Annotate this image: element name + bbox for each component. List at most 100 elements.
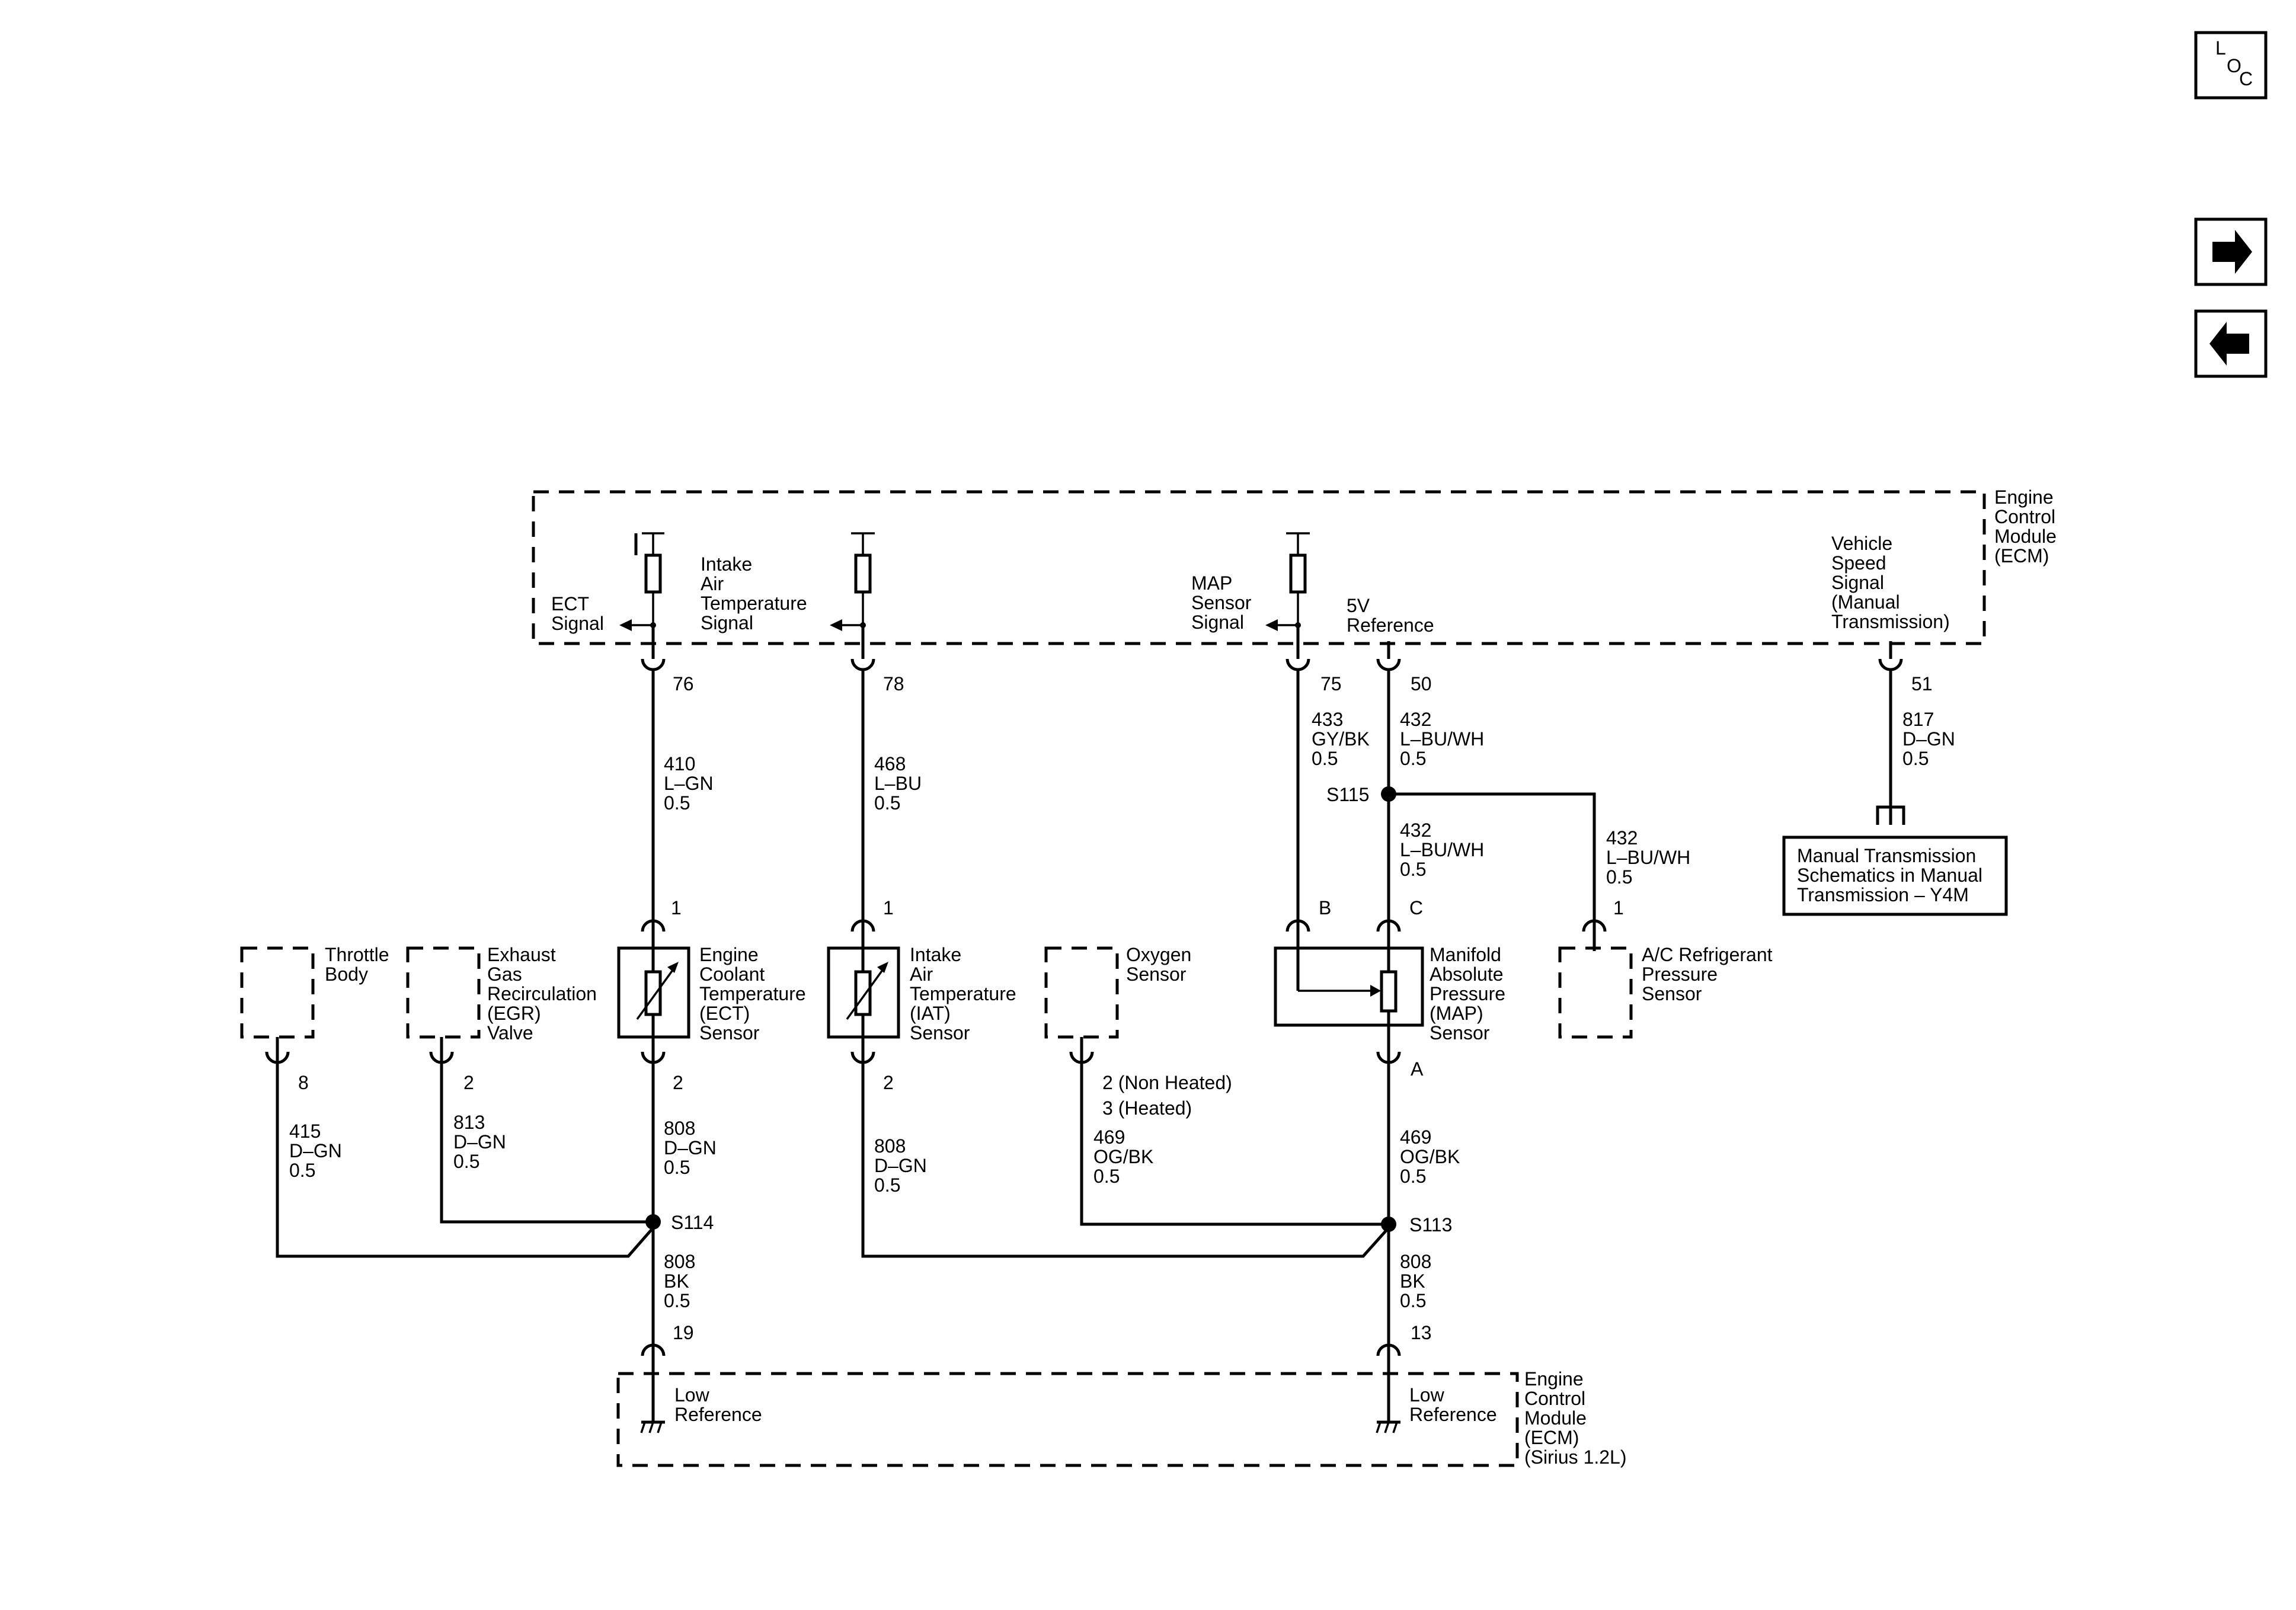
map-pin-c: C xyxy=(1376,897,1423,948)
svg-text:C: C xyxy=(1409,897,1423,918)
svg-text:0.5: 0.5 xyxy=(874,1174,900,1196)
svg-text:BK: BK xyxy=(664,1270,689,1292)
svg-text:1: 1 xyxy=(671,897,682,918)
svg-text:L–BU/WH: L–BU/WH xyxy=(1400,839,1484,860)
back-button[interactable] xyxy=(2194,309,2268,378)
connector-pin-51: 51 xyxy=(1878,641,1933,694)
svg-text:(ECM): (ECM) xyxy=(1524,1427,1579,1448)
svg-text:808: 808 xyxy=(874,1135,906,1157)
connector-pin-75: 75 xyxy=(1285,625,1342,694)
svg-text:1: 1 xyxy=(883,897,894,918)
ect-sensor xyxy=(617,946,690,1039)
svg-text:0.5: 0.5 xyxy=(1400,748,1426,769)
wire-432-ac-label: 432 L–BU/WH 0.5 xyxy=(1606,827,1690,888)
svg-text:2: 2 xyxy=(463,1072,474,1093)
svg-text:Sensor: Sensor xyxy=(1430,1022,1490,1044)
svg-text:Air: Air xyxy=(910,964,933,985)
svg-text:OG/BK: OG/BK xyxy=(1093,1146,1153,1167)
connector-pin-78: 78 xyxy=(850,625,904,694)
oxygen-sensor-label: Oxygen Sensor xyxy=(1126,944,1191,985)
loc-letter-l: L xyxy=(2215,37,2226,59)
svg-text:Coolant: Coolant xyxy=(699,964,765,985)
svg-text:D–GN: D–GN xyxy=(874,1155,927,1176)
loc-button[interactable]: L O C xyxy=(2194,31,2268,100)
ect-pin-1: 1 xyxy=(641,897,682,948)
svg-text:51: 51 xyxy=(1911,673,1933,694)
svg-text:(Sirius 1.2L): (Sirius 1.2L) xyxy=(1524,1446,1627,1468)
ect-sensor-label: Engine Coolant Temperature (ECT) Sensor xyxy=(699,944,806,1044)
iat-pin-2: 2 xyxy=(850,1037,894,1093)
wire-469-o2-label: 469 OG/BK 0.5 xyxy=(1093,1126,1153,1187)
svg-text:808: 808 xyxy=(664,1118,695,1139)
svg-text:Pressure: Pressure xyxy=(1430,983,1505,1004)
oxygen-sensor-box xyxy=(1044,946,1119,1039)
iat-signal-label: Intake Air Temperature Signal xyxy=(701,553,807,633)
svg-text:1: 1 xyxy=(1613,897,1624,918)
svg-text:13: 13 xyxy=(1411,1322,1432,1343)
ecm-top-title: Engine Control Module (ECM) xyxy=(1994,486,2057,566)
svg-text:Signal: Signal xyxy=(1831,572,1884,593)
svg-text:808: 808 xyxy=(1400,1251,1431,1272)
egr-valve-label: Exhaust Gas Recirculation (EGR) Valve xyxy=(487,944,597,1044)
svg-text:432: 432 xyxy=(1400,820,1431,841)
svg-text:0.5: 0.5 xyxy=(1400,859,1426,880)
svg-text:Signal: Signal xyxy=(1191,612,1244,633)
svg-text:(Manual: (Manual xyxy=(1831,591,1900,613)
svg-text:B: B xyxy=(1319,897,1331,918)
svg-text:Pressure: Pressure xyxy=(1642,964,1718,985)
wire-415-label: 415 D–GN 0.5 xyxy=(289,1121,342,1181)
svg-text:MAP: MAP xyxy=(1191,572,1232,594)
wire-808-bk-right-label: 808 BK 0.5 xyxy=(1400,1251,1431,1311)
svg-text:Control: Control xyxy=(1524,1388,1585,1409)
ac-pin-1: 1 xyxy=(1582,897,1624,948)
svg-text:Speed: Speed xyxy=(1831,552,1886,574)
map-pin-b: B xyxy=(1285,897,1331,948)
svg-text:817: 817 xyxy=(1902,709,1934,730)
svg-text:2: 2 xyxy=(883,1072,894,1093)
svg-text:0.5: 0.5 xyxy=(289,1160,315,1181)
loc-letter-c: C xyxy=(2239,68,2253,89)
svg-text:50: 50 xyxy=(1411,673,1432,694)
egr-valve-box xyxy=(406,946,481,1039)
svg-text:L–BU/WH: L–BU/WH xyxy=(1606,847,1690,868)
svg-text:76: 76 xyxy=(673,673,694,694)
svg-text:Reference: Reference xyxy=(1347,614,1434,636)
svg-text:Temperature: Temperature xyxy=(699,983,806,1004)
ac-sensor-label: A/C Refrigerant Pressure Sensor xyxy=(1642,944,1773,1004)
svg-text:0.5: 0.5 xyxy=(1606,866,1632,888)
svg-text:808: 808 xyxy=(664,1251,695,1272)
svg-text:433: 433 xyxy=(1312,709,1343,730)
svg-text:813: 813 xyxy=(453,1112,485,1133)
arrow-left-icon xyxy=(2209,322,2249,366)
map-sensor xyxy=(1274,946,1424,1037)
svg-text:Reference: Reference xyxy=(674,1404,762,1425)
svg-text:Throttle: Throttle xyxy=(325,944,389,965)
svg-text:0.5: 0.5 xyxy=(664,1290,690,1311)
svg-text:Sensor: Sensor xyxy=(1126,964,1187,985)
svg-text:Transmission): Transmission) xyxy=(1831,611,1950,632)
svg-text:432: 432 xyxy=(1606,827,1638,849)
manual-trans-box[interactable] xyxy=(1782,836,2008,916)
forward-button[interactable] xyxy=(2194,217,2268,286)
svg-text:Exhaust: Exhaust xyxy=(487,944,556,965)
svg-text:(ECT): (ECT) xyxy=(699,1003,750,1024)
svg-text:Module: Module xyxy=(1994,526,2057,547)
o2-pin: 2 (Non Heated) 3 (Heated) xyxy=(1069,1037,1232,1119)
svg-text:Manifold: Manifold xyxy=(1430,944,1501,965)
svg-text:Schematics in Manual: Schematics in Manual xyxy=(1797,865,1982,886)
iat-sensor-label: Intake Air Temperature (IAT) Sensor xyxy=(910,944,1016,1044)
svg-text:D–GN: D–GN xyxy=(453,1131,506,1153)
vss-label: Vehicle Speed Signal (Manual Transmissio… xyxy=(1831,533,1950,632)
svg-text:Air: Air xyxy=(701,573,724,594)
svg-text:Low: Low xyxy=(674,1384,710,1406)
connector-pin-19: 19 xyxy=(641,1322,694,1422)
throttle-pin-8: 8 xyxy=(265,1037,309,1093)
svg-text:D–GN: D–GN xyxy=(664,1137,717,1158)
wire-432-map-label: 432 L–BU/WH 0.5 xyxy=(1400,820,1484,880)
svg-text:A/C Refrigerant: A/C Refrigerant xyxy=(1642,944,1773,965)
iat-pin-1: 1 xyxy=(850,897,894,948)
svg-text:D–GN: D–GN xyxy=(1902,728,1955,750)
svg-text:Temperature: Temperature xyxy=(701,593,807,614)
ecm-bottom-title: Engine Control Module (ECM) (Sirius 1.2L… xyxy=(1524,1368,1627,1468)
